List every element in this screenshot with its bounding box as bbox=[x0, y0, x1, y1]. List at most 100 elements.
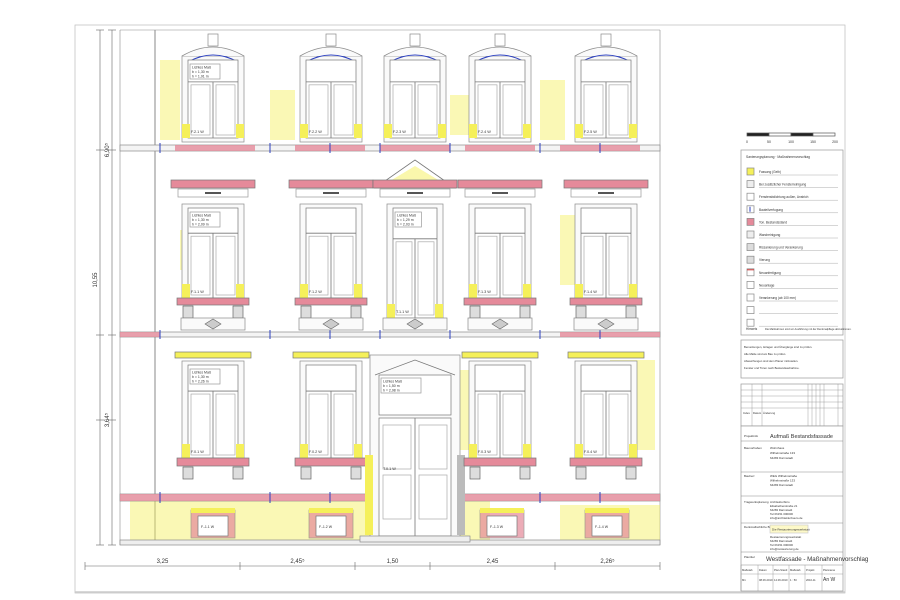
window-arch bbox=[574, 46, 638, 57]
plan-title-label: Plantitel bbox=[744, 555, 755, 559]
dimension-label: 2,45⁵ bbox=[290, 558, 305, 565]
window-sill-pink bbox=[176, 297, 250, 306]
clear-dimension-title: Lichtes Maß bbox=[192, 66, 211, 70]
title-block-frame bbox=[740, 425, 844, 592]
repair-area-yellow bbox=[354, 124, 362, 138]
basement-window bbox=[197, 515, 229, 537]
clear-dimension-width: b = 1,30 m bbox=[192, 375, 209, 379]
scale-bar-label: 100 bbox=[788, 140, 794, 144]
repair-area-yellow bbox=[387, 304, 395, 318]
sill-bracket bbox=[625, 305, 637, 319]
legend-item-label: Fassung (Gelb) bbox=[759, 170, 781, 174]
plan-title: Westfassade - Maßnahmenvorschlag bbox=[766, 556, 869, 563]
entrance-step bbox=[359, 535, 471, 543]
legend-item-label: Neuanfertigung bbox=[759, 271, 781, 275]
window-label: F.2.5 W bbox=[584, 130, 597, 134]
revision-header: Datum bbox=[753, 411, 762, 415]
repair-area-yellow bbox=[629, 444, 637, 458]
dimension-label: 3,25 bbox=[157, 559, 169, 565]
basement-window bbox=[315, 515, 347, 537]
window-sash bbox=[190, 393, 211, 456]
repair-area-yellow bbox=[435, 304, 443, 318]
window-sash bbox=[333, 393, 354, 456]
window-label: F.0.1 W bbox=[191, 450, 204, 454]
window-sash bbox=[392, 84, 413, 136]
repair-area-yellow bbox=[191, 508, 235, 513]
repair-area-yellow bbox=[629, 124, 637, 138]
legend-item: Ton. Bestandsstand bbox=[746, 218, 838, 226]
footer-header: Maßstab bbox=[742, 568, 753, 572]
note-line: Bemerkungen, Anlagen und Übergänge sind … bbox=[744, 345, 812, 349]
sill-bracket bbox=[300, 305, 312, 319]
window-sash bbox=[308, 84, 329, 136]
dimension-label: 1,50 bbox=[387, 559, 399, 565]
window-label: F.1.3 W bbox=[478, 290, 491, 294]
window-sash bbox=[608, 393, 629, 456]
keystone-ornament bbox=[325, 33, 337, 47]
repair-area-yellow bbox=[523, 284, 531, 298]
repair-area-yellow bbox=[629, 284, 637, 298]
legend-swatch bbox=[746, 318, 755, 327]
footer-header: Maßstab bbox=[790, 568, 801, 572]
window-sash bbox=[417, 84, 438, 136]
repair-area-yellow bbox=[450, 95, 470, 135]
window: F.0.2 W bbox=[299, 360, 363, 463]
window: F.2.4 W bbox=[468, 46, 532, 143]
legend-item: Neuanlage bbox=[746, 281, 838, 289]
repair-area-yellow bbox=[309, 508, 353, 513]
sill-bracket bbox=[469, 305, 481, 319]
window-sash bbox=[583, 235, 604, 296]
legend-item-label: Bei zusätzlicher Fensterreinigung bbox=[759, 183, 806, 187]
sill-bracket bbox=[519, 305, 531, 319]
window-arch bbox=[181, 46, 245, 57]
window-sash bbox=[395, 241, 413, 316]
sill-bracket bbox=[350, 305, 362, 319]
basement-window bbox=[591, 515, 623, 537]
legend-swatch bbox=[746, 293, 755, 302]
window: F.0.4 W bbox=[574, 360, 638, 463]
repair-area-yellow bbox=[575, 124, 583, 138]
repair-area-yellow bbox=[300, 124, 308, 138]
clear-dimension-box bbox=[189, 211, 221, 228]
clear-dimension-width: b = 1,30 m bbox=[192, 70, 209, 74]
window-sash bbox=[583, 393, 604, 456]
note-line: Alle Maße sind am Bau zu prüfen. bbox=[744, 352, 786, 356]
revision-header: Index bbox=[743, 411, 750, 415]
window-cornice-pink bbox=[372, 179, 458, 189]
sill-bracket bbox=[575, 305, 587, 319]
legend-item: Rissanierung und Verankerung bbox=[746, 243, 838, 251]
sill-bracket bbox=[625, 466, 637, 480]
repair-area-yellow bbox=[354, 284, 362, 298]
repair-area-yellow bbox=[438, 124, 446, 138]
footer-header: Projekt bbox=[806, 568, 815, 572]
repair-area-pink bbox=[560, 332, 660, 337]
window-label: F.1.4 W bbox=[584, 290, 597, 294]
repair-area-pink bbox=[465, 494, 660, 501]
clear-dimension-title: Lichtes Maß bbox=[383, 380, 402, 384]
clear-dimension-title: Lichtes Maß bbox=[192, 214, 211, 218]
scale-bar-label: 0 bbox=[746, 140, 748, 144]
footer-value: 2010-11 bbox=[806, 578, 816, 582]
window: F.1.4 W bbox=[574, 203, 638, 303]
sill-bracket bbox=[232, 305, 244, 319]
repair-area-yellow bbox=[160, 60, 180, 140]
sill-bracket bbox=[350, 466, 362, 480]
window-cornice-pink bbox=[563, 179, 649, 189]
door-label: T.0.1 W bbox=[383, 467, 396, 471]
window: F.1.2 W bbox=[299, 203, 363, 303]
notes-box: Bemerkungen, Anlagen und Übergänge sind … bbox=[740, 339, 844, 379]
consultant-label: Denkmalfachliche Beratung bbox=[744, 525, 780, 529]
planner-line: info@architekturbuero.de bbox=[770, 516, 803, 520]
dimension-label-total: 10,55 bbox=[93, 272, 99, 288]
scale-bar-label: 150 bbox=[810, 140, 816, 144]
basement-window-label: F.-1.1 W bbox=[201, 525, 215, 529]
window-sash bbox=[308, 235, 329, 296]
planner-line: 64283 Darmstadt bbox=[770, 508, 792, 512]
